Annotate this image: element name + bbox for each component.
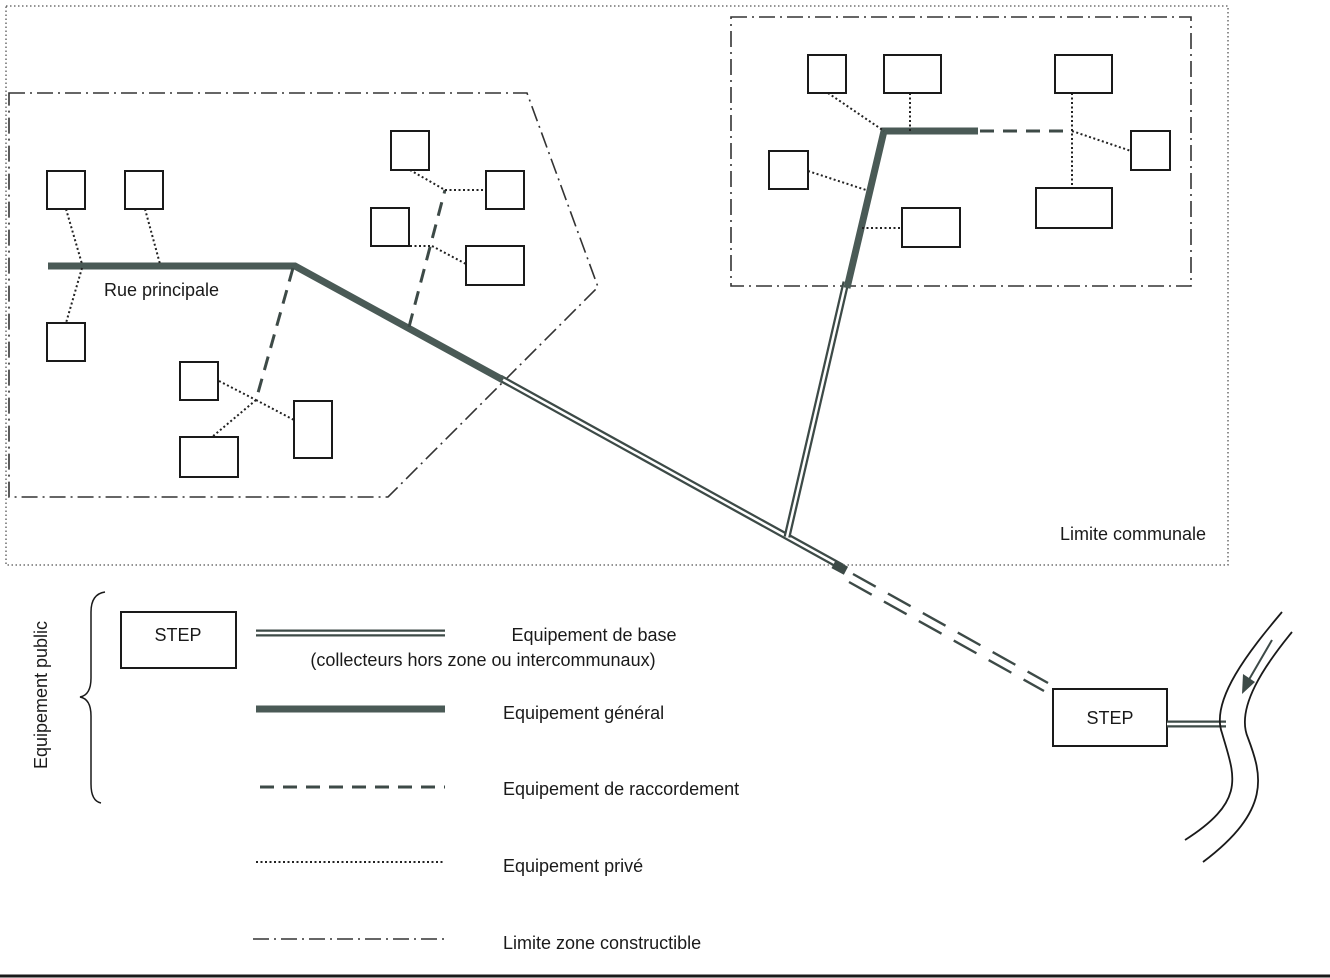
raccord-left-south [254,267,295,401]
river [1184,611,1293,863]
buildings-left-zone [46,130,525,478]
zone-left [8,92,599,498]
flow-arrow-icon [1242,674,1255,694]
legend-base-sublabel: (collecteurs hors zone ou intercommunaux… [310,650,655,670]
raccord-left-north [407,189,447,328]
step-plant-box [1052,688,1168,747]
base-collector-branch [783,281,850,538]
buildings-right-zone [768,54,1171,248]
legend-raccordement-label: Equipement de raccordement [503,779,739,799]
legend-prive-label: Equipement privé [503,856,643,876]
collector-junction-node [831,560,849,575]
outfall-collector [848,572,1049,693]
step-plant-label: STEP [1086,708,1133,728]
municipal-boundary [5,5,1229,566]
legend-step-box [120,611,237,669]
zone-right [730,16,1192,287]
legend-step-label: STEP [154,625,201,645]
legend-zone-label: Limite zone constructible [503,933,701,953]
legend-base-label: Equipement de base [511,625,676,645]
municipal-boundary-label: Limite communale [1060,524,1206,544]
private-connections [65,92,1132,438]
main-street-label: Rue principale [104,280,219,300]
base-collector-main [498,374,844,571]
legend-general-label: Equipement général [503,703,664,723]
general-main-street [48,262,505,384]
legend-brace [79,591,106,804]
public-equipment-label: Equipement public [31,621,51,769]
